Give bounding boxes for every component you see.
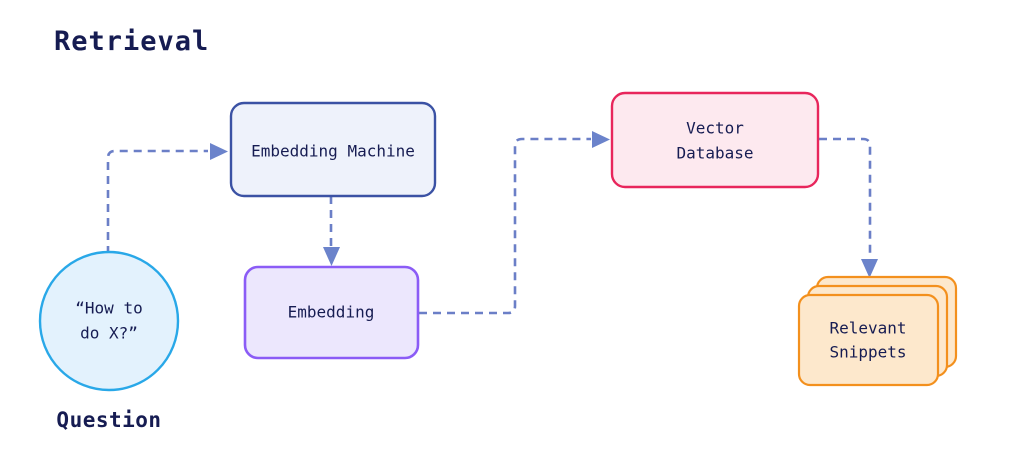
relevant-snippets-card-front[interactable] — [797, 293, 940, 387]
question-label-line2: do X?” — [80, 324, 138, 343]
edge-embedding-machine-to-embedding — [323, 196, 340, 266]
arrowhead-icon — [210, 143, 228, 160]
embedding-label: Embedding — [288, 303, 375, 322]
relevant-snippets-label-line2: Snippets — [829, 343, 906, 362]
embedding-machine-box[interactable] — [229, 101, 437, 198]
question-circle[interactable] — [38, 250, 180, 392]
node-embedding[interactable]: Embedding — [243, 265, 420, 360]
arrowhead-icon — [861, 259, 878, 278]
node-relevant-snippets[interactable]: Relevant Snippets — [797, 275, 958, 387]
arrowhead-icon — [323, 247, 340, 266]
page-title: Retrieval — [54, 26, 210, 57]
relevant-snippets-label-line1: Relevant — [829, 319, 906, 338]
node-question[interactable]: “How to do X?” Question — [38, 250, 180, 432]
embedding-machine-label: Embedding Machine — [251, 142, 415, 161]
node-embedding-machine[interactable]: Embedding Machine — [229, 101, 437, 198]
question-label-line1: “How to — [75, 299, 142, 318]
question-outer-label: Question — [56, 408, 161, 432]
vector-database-box[interactable] — [610, 91, 820, 189]
vector-database-label-line1: Vector — [686, 119, 744, 138]
arrowhead-icon — [592, 131, 610, 148]
vector-database-label-line2: Database — [676, 144, 753, 163]
node-vector-database[interactable]: Vector Database — [610, 91, 820, 189]
edge-embedding-to-vector-database — [419, 131, 610, 315]
edge-question-to-embedding-machine — [106, 143, 228, 282]
edge-vector-database-to-relevant-snippets — [819, 137, 878, 278]
embedding-box[interactable] — [243, 265, 420, 360]
